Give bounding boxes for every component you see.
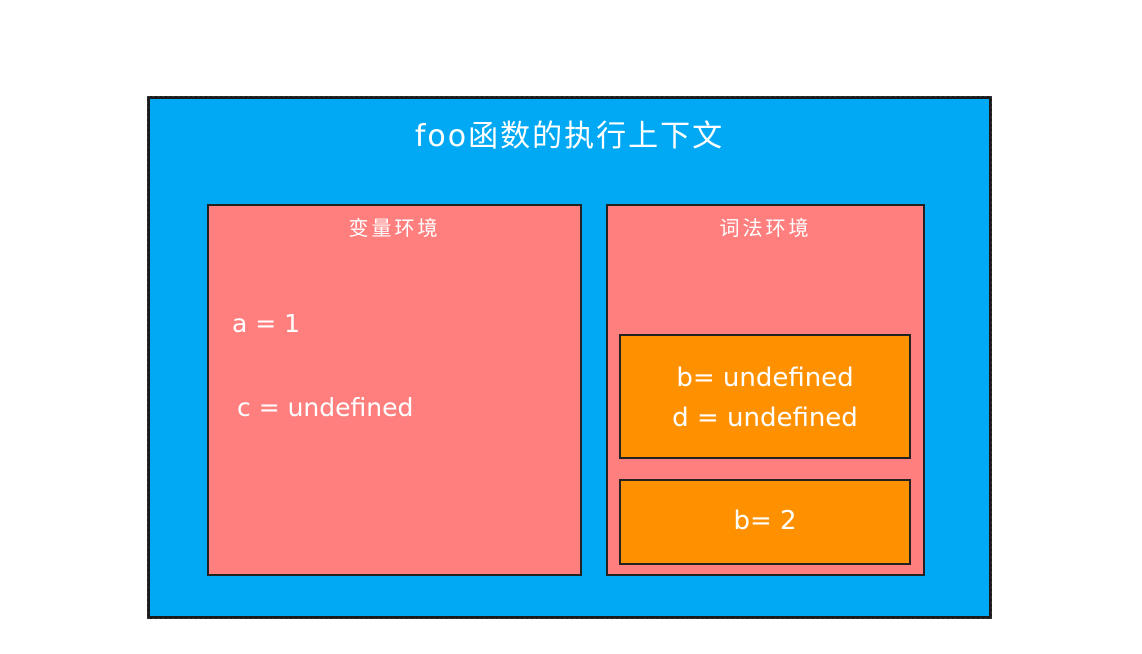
variable-a-entry: a = 1 [232,309,301,338]
variable-environment-box: 变量环境 a = 1 c = undefined [207,204,582,576]
lexical-block-inner: b= 2 [619,479,911,565]
variable-d-undefined-entry: d = undefined [672,403,858,433]
variable-environment-title: 变量环境 [348,216,441,240]
lexical-environment-title: 词法环境 [719,216,812,240]
variable-b-2-entry: b= 2 [733,506,797,536]
execution-context-box: foo函数的执行上下文 变量环境 a = 1 c = undefined 词法环… [147,96,992,619]
lexical-environment-box: 词法环境 b= undefined d = undefined b= 2 [606,204,925,576]
variable-b-undefined-entry: b= undefined [676,363,854,393]
variable-c-entry: c = undefined [237,393,414,422]
execution-context-title: foo函数的执行上下文 [414,119,725,154]
lexical-block-outer: b= undefined d = undefined [619,334,911,459]
